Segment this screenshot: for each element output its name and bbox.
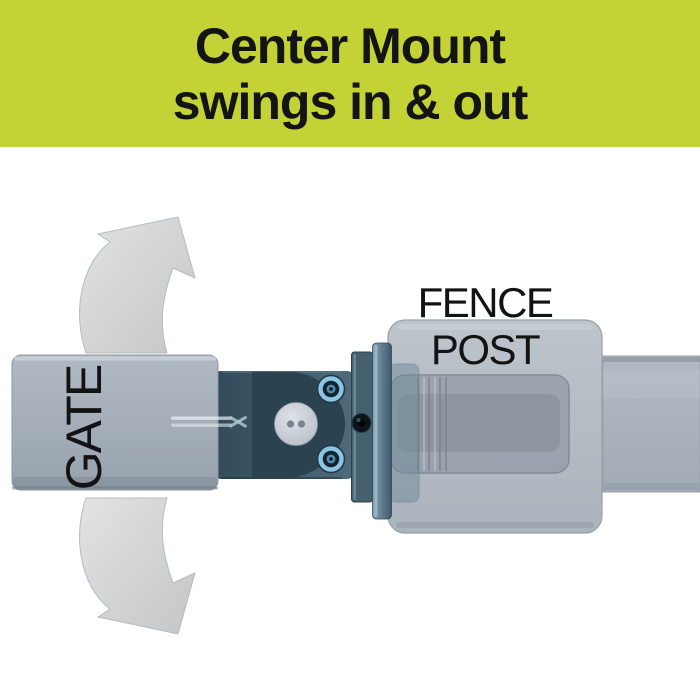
pivot-dot-right	[297, 420, 306, 428]
gate-top-highlight	[14, 356, 216, 361]
gate-bottom-band	[13, 477, 217, 488]
bracket-flange-outer	[372, 342, 392, 520]
gate-label: GATE	[56, 365, 112, 491]
rail-bottom-edge	[603, 483, 700, 490]
rail-top-edge	[603, 357, 700, 362]
post-top-highlight	[398, 324, 592, 330]
sleeve-collar-ring	[388, 363, 420, 503]
center-mount-bracket	[214, 342, 392, 520]
mount-bolt-bottom-icon	[316, 444, 346, 474]
gate-bottom-edge	[12, 486, 218, 490]
rail-highlight	[603, 370, 700, 398]
hex-set-screw-icon	[351, 413, 372, 433]
fence-post-label: FENCE POST	[335, 279, 635, 373]
header-title-line2: swings in & out	[172, 73, 528, 130]
ghost-lag-bolt	[171, 416, 247, 428]
rail-bar	[602, 355, 700, 493]
swing-arrow-up-icon	[79, 216, 196, 354]
bracket-flange-inner	[351, 351, 373, 503]
sleeve-core	[398, 394, 560, 452]
fence-label-line2: POST	[430, 326, 541, 373]
header-banner: Center Mount swings in & out	[0, 0, 700, 147]
swing-arrow-down-icon	[79, 497, 196, 635]
gate-bar	[11, 354, 219, 491]
header-title-line1: Center Mount	[194, 17, 506, 74]
pivot-cap-icon	[274, 402, 318, 446]
hinge-sleeve	[388, 363, 570, 503]
mount-bolt-top-icon	[316, 374, 346, 404]
post-bottom-shadow	[396, 522, 594, 528]
fence-label-line1: FENCE	[417, 279, 554, 326]
pivot-dot-left	[286, 420, 295, 428]
